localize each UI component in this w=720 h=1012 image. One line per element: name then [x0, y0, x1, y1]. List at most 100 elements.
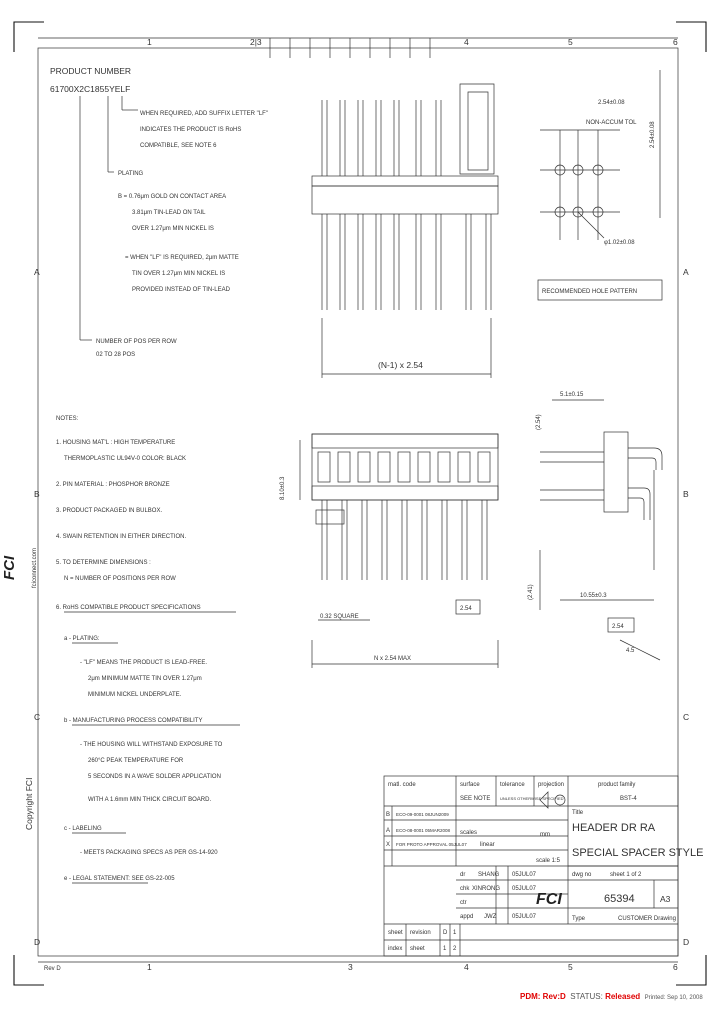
status-value: Released: [605, 992, 641, 1001]
zone-top-5: 5: [568, 37, 573, 47]
sub-e-title: e - LEGAL STATEMENT: SEE GS-22-005: [64, 876, 175, 882]
note-2: 2. PIN MATERIAL : PHOSPHOR BRONZE: [56, 482, 170, 488]
tb-scales: scales: [460, 830, 477, 836]
sub-b-title: b - MANUFACTURING PROCESS COMPATIBILITY: [64, 718, 202, 724]
tb-chk-date: 05JUL07: [512, 886, 537, 892]
dim-front-height: 8.10±0.3: [280, 476, 286, 500]
notes-title: NOTES:: [56, 416, 79, 422]
front-view-connector: 8.10±0.3 0.32 SQUARE 2.54 N x 2.54 MAX: [280, 433, 499, 668]
zone-left-c: C: [34, 712, 40, 722]
tb-sheet-row: sheet: [388, 930, 403, 936]
positions-line-1: NUMBER OF POS PER ROW: [96, 339, 177, 345]
note-5: 5. TO DETERMINE DIMENSIONS :: [56, 560, 151, 566]
top-zone-numbers: 1 2|3 4 5 6: [38, 37, 678, 58]
note-1: 1. HOUSING MAT'L : HIGH TEMPERATURE: [56, 440, 175, 446]
dim-hole-vertical: 2.54±0.08: [650, 121, 656, 148]
tb-tolerance: tolerance: [500, 782, 525, 788]
tb-rev-line-1: ECO-09-0001 08JUN2009: [396, 812, 449, 817]
tb-rev-row-x: X: [386, 842, 390, 848]
tb-revision-row: revision: [410, 930, 431, 936]
product-number: 61700X2C1855YELF: [50, 84, 130, 94]
dim-side-pitch: 2.54: [612, 624, 624, 630]
tb-surface: surface: [460, 782, 480, 788]
tb-chk-val: XINRONG: [472, 886, 500, 892]
zone-bottom-3: 3: [348, 962, 353, 972]
zone-bottom-5: 5: [568, 962, 573, 972]
tb-dr-label: dr: [460, 872, 465, 878]
tb-sheet-1: 1: [443, 946, 447, 952]
plating-title: PLATING: [118, 171, 144, 177]
tb-type-val: CUSTOMER Drawing: [618, 916, 676, 922]
dim-side-height: (2.41): [528, 584, 534, 600]
tb-sheet-2: 2: [453, 946, 457, 952]
tb-rev-line-3: FOR PROTO APPROVAL 05JUL07: [396, 842, 467, 847]
sub-a-line-2: 2μm MINIMUM MATTE TIN OVER 1.27μm: [88, 676, 202, 682]
product-number-label: PRODUCT NUMBER: [50, 66, 131, 76]
tb-appd-val: JWZ: [484, 914, 497, 920]
tb-dwg-label: dwg no: [572, 872, 592, 878]
tb-units: mm: [540, 832, 550, 838]
tb-ctr-label: ctr: [460, 900, 467, 906]
pdm-label: PDM: Rev:D: [520, 992, 566, 1001]
tb-rev-row-a: A: [386, 828, 390, 834]
zone-top-2: 2|3: [250, 37, 262, 47]
status-label: STATUS:: [570, 992, 603, 1001]
sub-a-line-1: - "LF" MEANS THE PRODUCT IS LEAD-FREE.: [80, 660, 207, 666]
dim-square: 0.32 SQUARE: [320, 614, 359, 620]
tb-fci-logo: FCI: [536, 891, 562, 908]
zone-left-d: D: [34, 937, 40, 947]
note-6: 6. RoHS COMPATIBLE PRODUCT SPECIFICATION…: [56, 605, 201, 611]
note-3: 3. PRODUCT PACKAGED IN BULBOX.: [56, 508, 162, 514]
sub-a-title: a - PLATING:: [64, 636, 100, 642]
zone-left-b: B: [34, 489, 40, 499]
tb-type-label: Type: [572, 916, 586, 922]
zone-top-4: 4: [464, 37, 469, 47]
tb-tolerance-val: UNLESS OTHERWISE SPECIFIED: [500, 796, 564, 801]
tb-dwg-size: A3: [660, 894, 671, 904]
sub-b-line-4: WITH A 1.6mm MIN THICK CIRCUIT BOARD.: [88, 797, 211, 803]
zone-bottom-4: 4: [464, 962, 469, 972]
zone-right-a: A: [683, 267, 689, 277]
side-zone-letters: A B C D A B C D: [34, 267, 689, 947]
note-1b: THERMOPLASTIC UL94V-0 COLOR: BLACK: [64, 456, 186, 462]
side-website: fciconnect.com: [32, 548, 38, 588]
tb-surface-val: SEE NOTE: [460, 796, 490, 802]
drawing-frame: [37, 47, 679, 957]
tb-title-label: Title: [572, 810, 584, 816]
zone-right-b: B: [683, 489, 689, 499]
positions-line-2: 02 TO 28 POS: [96, 352, 135, 358]
tb-dr-val: SHANG: [478, 872, 500, 878]
tb-appd-date: 05JUL07: [512, 914, 537, 920]
tb-linear: linear: [480, 842, 495, 848]
printed-date: Printed: Sep 10, 2008: [644, 995, 703, 1001]
tb-projection: projection: [538, 782, 564, 788]
dim-side-vertical: (2.54): [536, 414, 542, 430]
tb-appd-label: appd: [460, 914, 473, 920]
tb-product-family: product family: [598, 782, 635, 788]
dim-pitch: 2.54: [460, 606, 472, 612]
dim-top-width: (N-1) x 2.54: [378, 360, 423, 370]
zone-right-c: C: [683, 712, 689, 722]
title-block: matl. code surface tolerance projection …: [383, 775, 703, 957]
top-view-connector: (N-1) x 2.54: [311, 83, 499, 378]
dim-side-length: 10.55±0.3: [580, 593, 607, 599]
suffix-note-1: WHEN REQUIRED, ADD SUFFIX LETTER "LF": [140, 111, 268, 117]
side-copyright: Copyright FCI: [24, 778, 34, 830]
sub-a-line-3: MINIMUM NICKEL UNDERPLATE.: [88, 692, 182, 698]
pdm-status-bar: PDM: Rev:D STATUS: Released Printed: Sep…: [520, 992, 703, 1001]
tb-chk-label: chk: [460, 886, 470, 892]
sub-b-line-1: - THE HOUSING WILL WITHSTAND EXPOSURE TO: [80, 742, 223, 748]
tb-title-line-2: SPECIAL SPACER STYLE: [572, 847, 703, 859]
tb-rev-1: 1: [453, 930, 457, 936]
tb-dr-date: 05JUL07: [512, 872, 537, 878]
bottom-zone-numbers: 1 3 4 5 6 Rev D: [38, 961, 678, 972]
tb-scale: scale 1:5: [536, 858, 561, 864]
tb-rev-line-2: ECO-08-0001 05MAR2008: [396, 828, 451, 833]
tb-family-val: BST-4: [620, 796, 637, 802]
sub-c-title: c - LABELING: [64, 826, 102, 832]
suffix-note-3: COMPATIBLE, SEE NOTE 6: [140, 143, 217, 149]
tb-rev-row-b: B: [386, 812, 390, 818]
side-branding: FCI fciconnect.com Copyright FCI: [1, 548, 38, 830]
note-4: 4. SWAIN RETENTION IN EITHER DIRECTION.: [56, 534, 186, 540]
